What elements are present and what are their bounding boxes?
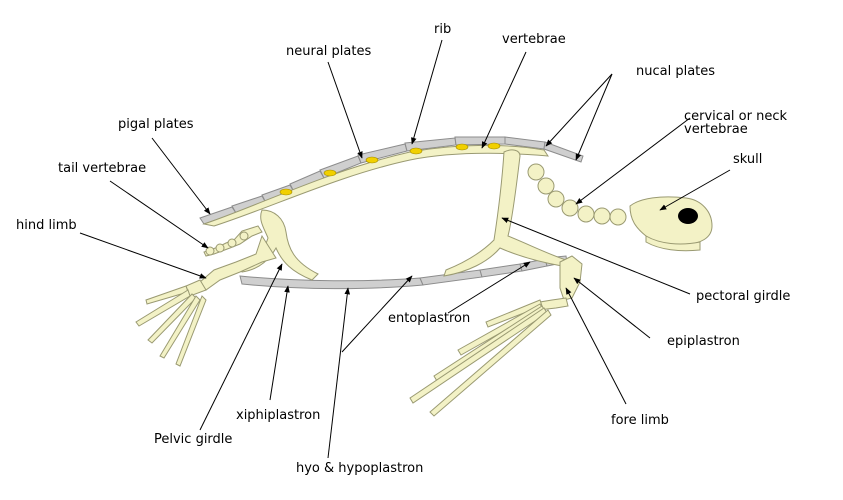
tail: [203, 225, 263, 257]
neck-vertebrae: [527, 163, 627, 226]
label-entoplastron: entoplastron: [388, 311, 471, 326]
fore-limb: [409, 255, 583, 417]
label-xiphiplastron: xiphiplastron: [236, 408, 321, 423]
label-tail-vertebrae: tail vertebrae: [58, 161, 147, 176]
label-rib: rib: [434, 22, 452, 37]
label-pectoral-girdle: pectoral girdle: [696, 289, 791, 304]
skull-eye-socket: [678, 208, 698, 224]
label-cervical-line2: vertebrae: [684, 122, 748, 137]
leader-lines: [79, 39, 731, 459]
label-pelvic-girdle: Pelvic girdle: [154, 432, 233, 447]
label-nucal-plates: nucal plates: [636, 64, 716, 79]
label-neural-plates: neural plates: [286, 44, 372, 59]
skull: [629, 196, 713, 252]
label-hind-limb: hind limb: [16, 218, 77, 233]
pectoral-girdle: [443, 149, 567, 277]
label-hyo-hypoplastron: hyo & hypoplastron: [296, 461, 424, 476]
label-cervical-line1: cervical or neck: [684, 109, 787, 124]
label-pigal-plates: pigal plates: [118, 117, 194, 132]
label-skull: skull: [733, 152, 763, 167]
label-fore-limb: fore limb: [611, 413, 669, 428]
label-vertebrae: vertebrae: [502, 32, 566, 47]
hind-limb: [135, 234, 277, 367]
label-epiplastron: epiplastron: [667, 334, 740, 349]
